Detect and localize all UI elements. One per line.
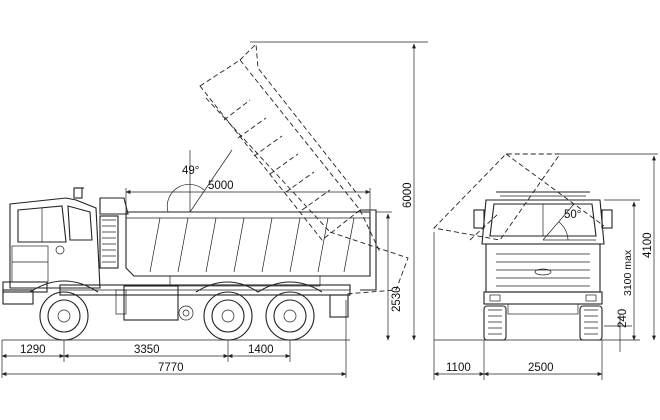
- rear-wheel-2: [265, 291, 315, 341]
- cab-front: [473, 191, 613, 315]
- front-view: 50° 4100 3100 max 240 1100 2500: [433, 153, 658, 380]
- dump-body-lowered: [125, 209, 377, 291]
- dim-tip-angle: 49°: [182, 165, 199, 177]
- dim-front-overhang: 1290: [20, 344, 46, 356]
- dim-side-tip-offset: 1100: [446, 362, 471, 374]
- dim-side-tip-angle: 50°: [564, 209, 581, 221]
- dim-platform-height: 2530: [391, 286, 403, 312]
- dump-body-tipped: [199, 42, 409, 295]
- tipped-body-front: [433, 153, 561, 241]
- dim-tipped-height: 6000: [402, 182, 414, 208]
- rear-wheel-1: [203, 291, 253, 341]
- angle-ref-line: [542, 203, 575, 241]
- dim-ground-clearance: 240: [617, 309, 629, 328]
- dim-tandem: 1400: [248, 344, 274, 356]
- dim-max-height: 3100 max: [622, 249, 634, 296]
- dim-body-length: 5000: [208, 180, 234, 192]
- fuel-tank: [115, 285, 194, 321]
- angle-ref-line: [189, 149, 233, 213]
- rear-fenders: [195, 281, 323, 293]
- dim-overall-height: 4100: [642, 232, 654, 258]
- chassis-frame: [2, 284, 351, 318]
- front-fender: [29, 280, 99, 293]
- front-tyre-left: [483, 305, 507, 341]
- dim-width: 2500: [528, 362, 554, 374]
- angle-arc-front: [558, 221, 569, 241]
- angle-arc: [166, 184, 205, 213]
- dim-overall-length: 7770: [158, 362, 184, 374]
- cab: [2, 187, 101, 293]
- front-tyre-right: [579, 305, 603, 341]
- front-wheel: [39, 291, 89, 341]
- exhaust-grille: [99, 197, 129, 269]
- side-view: 5000 49° 6000 2530 1290 3350 1400 7770: [1, 41, 428, 378]
- dim-wheelbase: 3350: [134, 344, 160, 356]
- tipped-body-front-edge: [505, 153, 605, 227]
